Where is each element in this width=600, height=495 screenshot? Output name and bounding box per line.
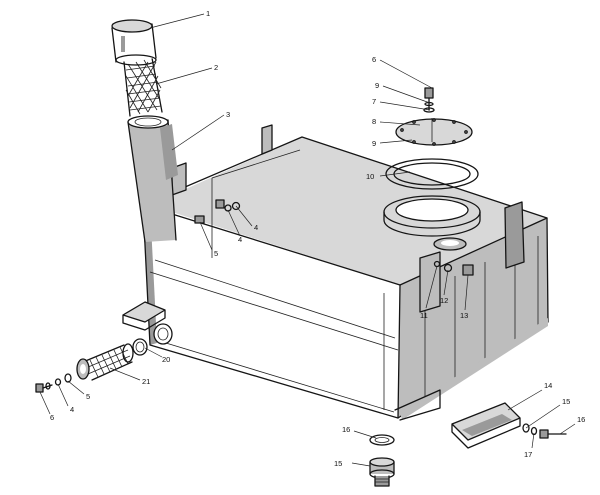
breather-cap [111,19,157,66]
callout-6-drain: 6 [50,413,54,422]
callout-4-drain: 4 [70,405,74,414]
mounting-bracket-foot [451,402,521,449]
bracket-bolt-set [522,423,567,439]
drain-plug-bottom [369,434,395,487]
leader-lines [39,13,576,467]
callout-6-top: 6 [372,55,376,64]
tank-flange-ring [383,195,481,237]
inlet-port [433,237,467,251]
callout-16-bottom: 16 [342,425,350,434]
callout-9: 9 [372,139,376,148]
callout-5-drain-upper: 5 [86,392,90,401]
callout-16-right: 16 [577,415,585,424]
tank-body [122,136,549,421]
callout-5-gauge: 5 [214,249,218,258]
callout-2: 2 [214,63,218,72]
suction-port [153,323,173,345]
callout-10: 10 [366,172,374,181]
breather-filter-element [123,57,163,117]
callout-15-bottom: 15 [334,459,342,468]
cover-screw [423,87,435,113]
callout-15-right: 15 [562,397,570,406]
callout-17: 17 [524,450,532,459]
mounting-tabs [171,124,525,313]
drain-plug-set [35,373,72,393]
filler-neck [127,115,178,243]
callout-4-gauge-upper: 4 [254,223,258,232]
o-ring [132,338,148,356]
cover-plate [395,118,473,146]
callout-12: 12 [440,296,448,305]
callout-8: 8 [372,117,376,126]
callout-13: 13 [460,311,468,320]
suction-strainer [76,343,134,381]
callout-3: 3 [226,110,230,119]
callout-1: 1 [206,9,210,18]
callout-20: 20 [162,355,170,364]
callout-9-top: 9 [375,81,379,90]
level-gauge-fittings [194,199,241,224]
callout-11: 11 [420,311,428,320]
callout-4-gauge-lower: 4 [238,235,242,244]
callout-numbers: 1 2 3 6 9 7 8 9 10 4 4 5 11 12 13 14 15 … [50,9,585,468]
callout-21: 21 [142,377,150,386]
callout-7: 7 [372,97,376,106]
callout-14: 14 [544,381,552,390]
